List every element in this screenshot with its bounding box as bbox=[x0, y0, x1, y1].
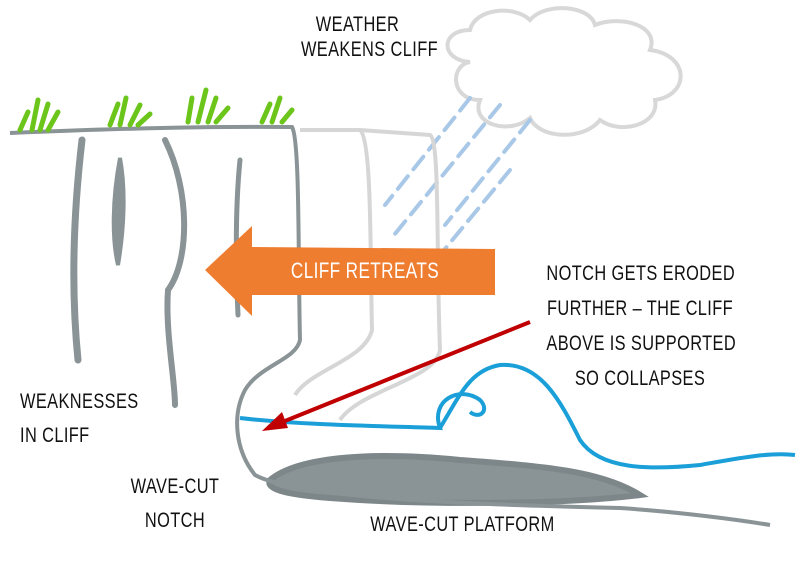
wave-cut-platform-label: WAVE-CUT PLATFORM bbox=[370, 513, 555, 536]
weather-label-line: WEAKENS CLIFF bbox=[300, 38, 438, 61]
cliff-retreats-label: CLIFF RETREATS bbox=[290, 258, 440, 283]
weaknesses-label-line: WEAKNESSES bbox=[20, 390, 139, 413]
weather-label-line: WEATHER bbox=[315, 13, 400, 36]
wave-cut-platform bbox=[266, 453, 649, 506]
weaknesses-label-line: IN CLIFF bbox=[20, 424, 90, 447]
notch-pointer-arrow bbox=[262, 320, 531, 431]
cloud-icon bbox=[445, 6, 683, 137]
previous-cliff-outline bbox=[293, 128, 443, 422]
cliff-retreats-arrow bbox=[205, 226, 495, 316]
notch-label-line: NOTCH bbox=[144, 509, 206, 532]
rain-icon bbox=[383, 96, 532, 257]
weaknesses-label: WEAKNESSES IN CLIFF bbox=[20, 385, 139, 453]
sea-wave bbox=[239, 362, 796, 470]
notch-eroded-label: NOTCH GETS ERODED FURTHER – THE CLIFF AB… bbox=[546, 256, 737, 396]
notch-eroded-line: NOTCH GETS ERODED bbox=[546, 262, 736, 285]
grass-icon bbox=[17, 87, 295, 133]
weather-label: WEATHER WEAKENS CLIFF bbox=[300, 12, 438, 62]
wave-cut-notch-label: WAVE-CUT NOTCH bbox=[128, 470, 222, 538]
notch-eroded-line: SO COLLAPSES bbox=[574, 367, 706, 390]
notch-eroded-line: ABOVE IS SUPPORTED bbox=[546, 332, 737, 355]
cliff-outline bbox=[9, 124, 771, 527]
notch-eroded-line: FURTHER – THE CLIFF bbox=[546, 297, 734, 320]
notch-label-line: WAVE-CUT bbox=[130, 475, 220, 498]
cliff-weaknesses bbox=[70, 136, 243, 408]
